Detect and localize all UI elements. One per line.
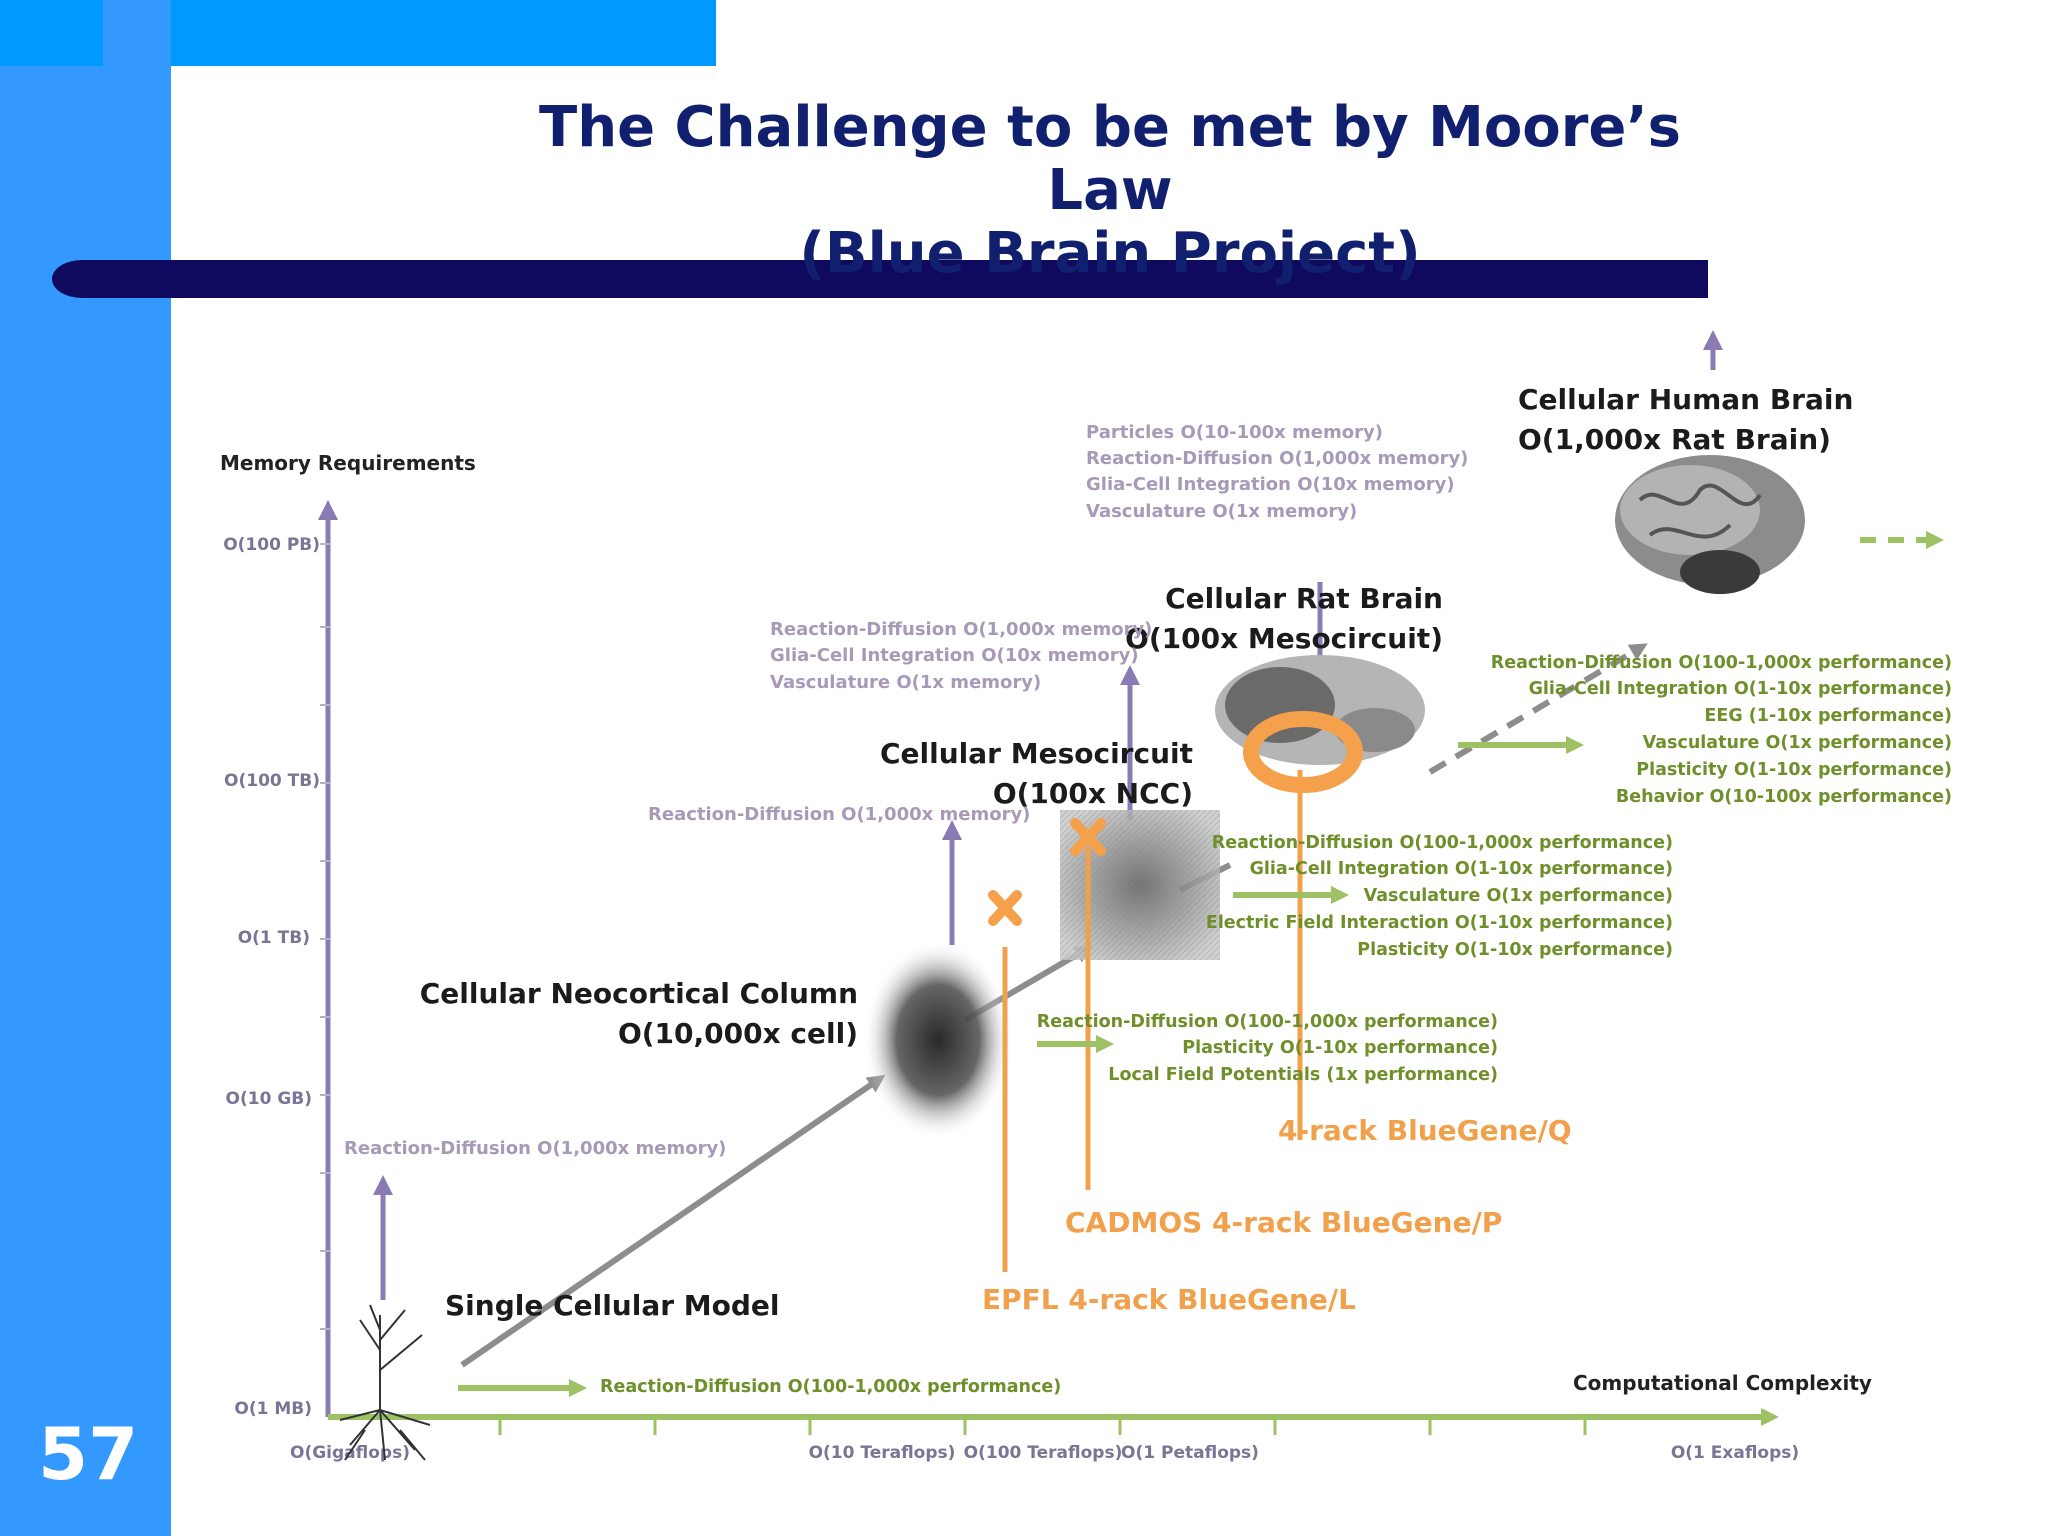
label-ncc-line-2: O(10,000x cell) [618,1017,858,1050]
label-single-cell: Single Cellular Model [445,1289,780,1322]
mem-note-meso-0: Reaction-Diffusion O(1,000x memory) [770,619,1152,640]
perf-note-meso-1: Glia-Cell Integration O(1-10x performanc… [1250,859,1673,879]
perf-note-meso-4: Plasticity O(1-10x performance) [1357,940,1673,960]
mem-note-single: Reaction-Diffusion O(1,000x memory) [344,1138,726,1159]
label-bluegene-p: CADMOS 4-rack BlueGene/P [1065,1206,1502,1239]
perf-note-meso-2: Vasculature O(1x performance) [1364,886,1673,906]
perf-note-rat-0: Reaction-Diffusion O(100-1,000x performa… [1491,653,1952,673]
content-card [171,66,2048,1536]
perf-note-ncc-1: Plasticity O(1-10x performance) [1182,1038,1498,1058]
bg-l-x-marker [988,890,1022,926]
human-brain-image [1615,455,1805,594]
mem-note-rat-1: Reaction-Diffusion O(1,000x memory) [1086,448,1468,469]
mem-note-rat-2: Glia-Cell Integration O(10x memory) [1086,474,1455,495]
y-tick-marks [320,543,330,1330]
label-bluegene-q: 4-rack BlueGene/Q [1278,1114,1572,1147]
y-tick-1tb: O(1 TB) [238,928,310,948]
slide-title-line-1: The Challenge to be met by Moore’s Law [539,95,1681,223]
y-tick-100pb: O(100 PB) [223,535,320,555]
perf-note-rat-4: Plasticity O(1-10x performance) [1636,760,1952,780]
x-tick-marks [498,1417,1587,1435]
perf-note-rat-3: Vasculature O(1x performance) [1643,733,1952,753]
x-tick-10-teraflops: O(10 Teraflops) [809,1443,956,1463]
x-tick-100-teraflops: O(100 Teraflops) [964,1443,1123,1463]
mem-note-meso-1: Glia-Cell Integration O(10x memory) [770,645,1139,666]
growth-arrow-rat-to-human [1428,643,1648,775]
label-human-line-2: O(1,000x Rat Brain) [1518,423,1831,456]
label-bluegene-l: EPFL 4-rack BlueGene/L [982,1283,1356,1316]
y-tick-1mb: O(1 MB) [234,1399,312,1419]
label-human-line-1: Cellular Human Brain [1518,383,1853,416]
mem-note-meso-2: Vasculature O(1x memory) [770,672,1041,693]
perf-note-rat-5: Behavior O(10-100x performance) [1616,787,1952,807]
mem-note-rat-3: Vasculature O(1x memory) [1086,501,1357,522]
slide-title-line-2: (Blue Brain Project) [799,221,1421,286]
perf-note-meso-3: Electric Field Interaction O(1-10x perfo… [1206,913,1673,933]
perf-note-ncc-0: Reaction-Diffusion O(100-1,000x performa… [1037,1012,1498,1032]
title-rule [52,260,1708,298]
slide-title: The Challenge to be met by Moore’s Law (… [500,96,1720,285]
label-meso-line-1: Cellular Mesocircuit [880,737,1193,770]
perf-note-meso-0: Reaction-Diffusion O(100-1,000x performa… [1212,833,1673,853]
label-ncc-line-1: Cellular Neocortical Column [420,977,858,1010]
x-tick-1-exaflops: O(1 Exaflops) [1671,1443,1799,1463]
x-axis-title: Computational Complexity [1573,1371,1872,1395]
inner-left-band [103,0,171,1536]
neocortical-column-image [863,940,1013,1140]
neuron-icon [339,1304,431,1461]
blue-brain-diagram: Memory Requirements Computational Comple… [220,330,1952,1463]
perf-note-ncc-2: Local Field Potentials (1x performance) [1108,1065,1498,1085]
y-axis-title: Memory Requirements [220,451,476,475]
mem-note-rat-0: Particles O(10-100x memory) [1086,422,1383,443]
slide-number: 57 [38,1412,139,1496]
y-tick-100tb: O(100 TB) [224,771,320,791]
bg-p-x-marker [1070,818,1106,856]
perf-note-rat-2: EEG (1-10x performance) [1704,706,1952,726]
perf-note-single: Reaction-Diffusion O(100-1,000x performa… [600,1377,1061,1397]
label-rat-line-1: Cellular Rat Brain [1165,582,1443,615]
y-tick-10gb: O(10 GB) [226,1089,312,1109]
perf-note-rat-1: Glia-Cell Integration O(1-10x performanc… [1529,679,1952,699]
label-rat-line-2: O(100x Mesocircuit) [1125,622,1443,655]
growth-arrow-single-to-ncc [460,1074,886,1368]
x-tick-1-petaflops: O(1 Petaflops) [1121,1443,1259,1463]
mem-note-ncc: Reaction-Diffusion O(1,000x memory) [648,804,1030,825]
label-meso-line-2: O(100x NCC) [993,777,1193,810]
bg-q-ring-marker [1243,711,1363,793]
